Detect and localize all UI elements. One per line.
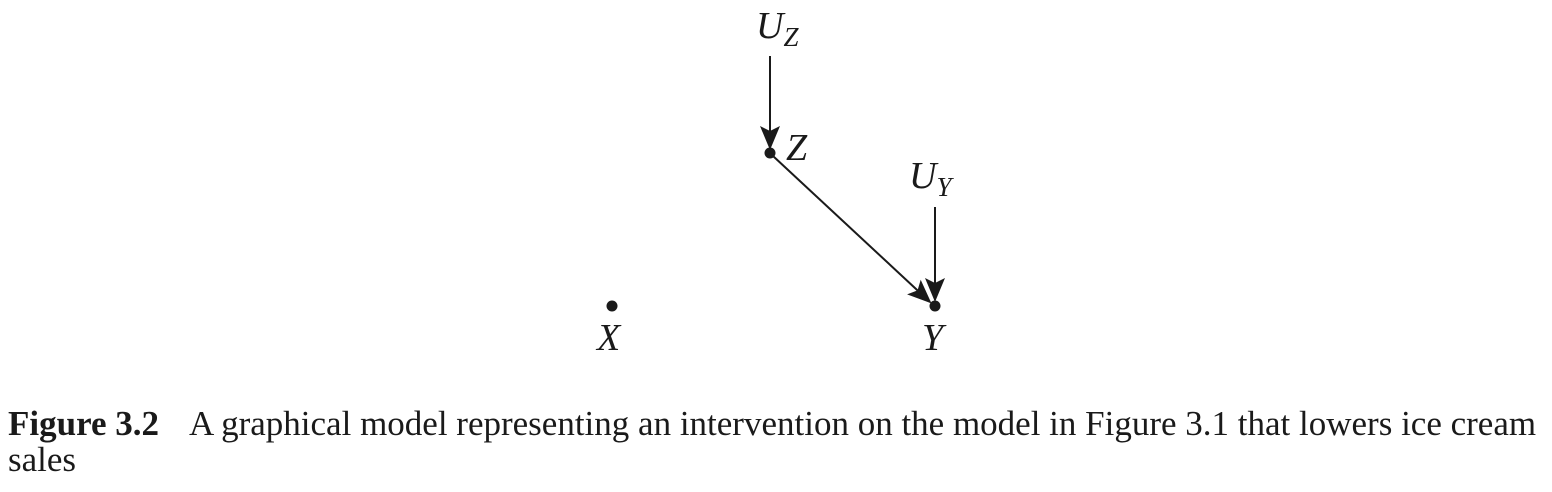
- node-uy-label: UY: [909, 155, 954, 202]
- node-z-label: Z: [786, 127, 808, 169]
- node-z-dot: [764, 147, 776, 159]
- node-uz-label: UZ: [756, 5, 799, 52]
- node-y-label: Y: [922, 317, 947, 359]
- figure-caption-text: A graphical model representing an interv…: [8, 404, 1537, 479]
- figure-number: Figure 3.2: [8, 404, 160, 443]
- node-y-dot: [929, 300, 941, 312]
- causal-diagram: UZ Z UY Y X: [595, 5, 954, 359]
- edge-z-to-y: [772, 155, 932, 304]
- node-x-dot: [606, 300, 618, 312]
- node-x-label: X: [595, 317, 622, 359]
